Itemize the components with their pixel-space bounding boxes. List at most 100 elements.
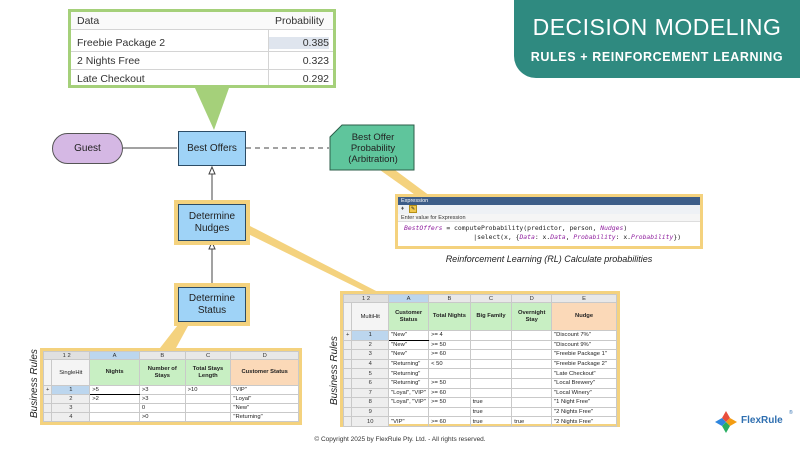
table-cell[interactable]: "New" bbox=[388, 339, 430, 351]
table-cell[interactable]: >= 50 bbox=[428, 377, 471, 389]
table-cell[interactable] bbox=[511, 358, 553, 370]
table-cell[interactable]: >= 60 bbox=[428, 387, 471, 399]
nudge-decision-table: 1 2 A B C D E MultiHit Customer Status T… bbox=[340, 291, 620, 427]
table-row[interactable]: Late Checkout 0.292 bbox=[71, 70, 333, 88]
expression-titlebar: Expression bbox=[398, 197, 700, 205]
table-cell[interactable]: "Local Winery" bbox=[551, 387, 617, 399]
table-cell[interactable] bbox=[469, 387, 513, 399]
table-cell[interactable] bbox=[428, 368, 471, 379]
column-letter[interactable]: D bbox=[230, 351, 299, 360]
column-letter[interactable]: A bbox=[89, 351, 140, 360]
table-cell[interactable]: "1 Night Free" bbox=[551, 397, 617, 408]
table-cell[interactable]: "Local Brewery" bbox=[551, 377, 617, 389]
column-letter[interactable]: A bbox=[388, 294, 430, 303]
table-cell[interactable]: "VIP" bbox=[388, 416, 430, 427]
table-cell[interactable]: true bbox=[469, 406, 513, 418]
table-cell[interactable]: "2 Nights Free" bbox=[551, 416, 617, 427]
table-row[interactable]: 2"New">= 50"Discount 9%" bbox=[342, 339, 617, 351]
table-row[interactable]: Freebie Package 2 0.385 bbox=[71, 34, 333, 52]
table-cell[interactable] bbox=[511, 377, 553, 389]
table-cell[interactable] bbox=[511, 397, 553, 408]
table-cell[interactable]: "Freebie Package 2" bbox=[551, 358, 617, 370]
column-letter[interactable]: C bbox=[469, 294, 513, 303]
pin-icon[interactable]: ♦ bbox=[401, 206, 405, 212]
edit-icon[interactable]: ✎ bbox=[409, 205, 417, 213]
table-cell[interactable]: >= 60 bbox=[428, 349, 471, 360]
table-cell[interactable]: "New" bbox=[388, 349, 430, 360]
table-cell[interactable] bbox=[511, 330, 553, 341]
table-cell[interactable] bbox=[469, 368, 513, 379]
row-probability: 0.292 bbox=[302, 73, 329, 85]
table-cell[interactable]: >= 4 bbox=[428, 330, 471, 341]
table-row[interactable]: 3 0 "New" bbox=[42, 403, 299, 413]
row-number: 4 bbox=[351, 358, 390, 370]
table-row[interactable]: +1"New">= 4"Discount 7%" bbox=[342, 330, 617, 341]
table-cell[interactable] bbox=[511, 349, 553, 360]
table-cell[interactable] bbox=[469, 349, 513, 360]
table-row[interactable]: + 1 >5 >3 >10 "VIP" bbox=[42, 385, 299, 395]
table-cell[interactable]: true bbox=[469, 397, 513, 408]
arbitration-node[interactable] bbox=[329, 124, 415, 171]
table-cell[interactable]: true bbox=[469, 416, 513, 427]
table-cell[interactable]: "2 Nights Free" bbox=[551, 406, 617, 418]
column-letter[interactable]: E bbox=[551, 294, 617, 303]
level-tabs[interactable]: 1 2 bbox=[42, 351, 91, 360]
table-cell[interactable]: >= 60 bbox=[428, 416, 471, 427]
table-cell[interactable] bbox=[511, 339, 553, 351]
guest-node[interactable]: Guest bbox=[52, 133, 123, 164]
table-row[interactable]: 2 Nights Free 0.323 bbox=[71, 52, 333, 70]
banner-subtitle: RULES + REINFORCEMENT LEARNING bbox=[530, 50, 784, 64]
table-cell[interactable]: "Discount 9%" bbox=[551, 339, 617, 351]
column-letter[interactable]: B bbox=[138, 351, 186, 360]
probability-table: Data Probability Freebie Package 2 0.385… bbox=[68, 9, 336, 88]
expression-window: Expression ♦ ✎ Enter value for Expressio… bbox=[395, 194, 703, 249]
logo-text: FlexRule bbox=[741, 415, 783, 426]
logo-registered: ® bbox=[789, 410, 793, 416]
table-cell[interactable]: "Late Checkout" bbox=[551, 368, 617, 379]
table-cell[interactable]: >= 50 bbox=[428, 397, 471, 408]
table-cell[interactable] bbox=[469, 339, 513, 351]
expression-code[interactable]: BestOffers = computeProbability(predicto… bbox=[404, 224, 682, 241]
table-row[interactable]: 5"Returning""Late Checkout" bbox=[342, 368, 617, 379]
table-row[interactable]: 4"Returning"< 50 "Freebie Package 2" bbox=[342, 358, 617, 370]
table-row[interactable]: 4 >0 "Returning" bbox=[42, 412, 299, 422]
table-cell[interactable] bbox=[428, 406, 471, 418]
table-cell[interactable]: "Returning" bbox=[388, 368, 430, 379]
row-probability: 0.385 bbox=[269, 37, 329, 49]
determine-nudges-node[interactable]: Determine Nudges bbox=[178, 204, 246, 241]
table-cell[interactable]: "Loyal", "VIP" bbox=[388, 387, 430, 399]
expression-hint: Enter value for Expression bbox=[398, 214, 700, 222]
column-letter[interactable]: C bbox=[184, 351, 232, 360]
hit-policy: MultiHit bbox=[351, 302, 390, 331]
column-letter[interactable]: B bbox=[428, 294, 471, 303]
header-probability: Probability bbox=[275, 15, 325, 27]
table-cell[interactable]: >= 50 bbox=[428, 339, 471, 351]
table-row[interactable]: 2 >2 >3 "Loyal" bbox=[42, 394, 299, 404]
probability-callout bbox=[195, 88, 229, 130]
table-cell[interactable]: "Discount 7%" bbox=[551, 330, 617, 341]
table-row[interactable]: 7"Loyal", "VIP">= 60"Local Winery" bbox=[342, 387, 617, 399]
determine-status-node[interactable]: Determine Status bbox=[178, 287, 246, 322]
table-row[interactable]: 3"New">= 60"Freebie Package 1" bbox=[342, 349, 617, 360]
table-cell[interactable] bbox=[511, 387, 553, 399]
level-tabs[interactable]: 1 2 bbox=[342, 294, 390, 303]
table-cell[interactable]: < 50 bbox=[428, 358, 471, 370]
table-cell[interactable] bbox=[511, 368, 553, 379]
column-letter[interactable]: D bbox=[511, 294, 553, 303]
table-cell[interactable] bbox=[388, 406, 430, 418]
table-row[interactable]: 6"Returning">= 50"Local Brewery" bbox=[342, 377, 617, 389]
table-cell[interactable] bbox=[469, 358, 513, 370]
table-cell[interactable] bbox=[511, 406, 553, 418]
table-cell[interactable]: "New" bbox=[388, 330, 430, 341]
table-cell[interactable]: "Freebie Package 1" bbox=[551, 349, 617, 360]
table-cell[interactable]: "Loyal", "VIP" bbox=[388, 397, 430, 408]
table-cell[interactable] bbox=[469, 330, 513, 341]
table-cell[interactable]: "Returning" bbox=[388, 377, 430, 389]
best-offers-node[interactable]: Best Offers bbox=[178, 131, 246, 166]
table-cell[interactable]: "Returning" bbox=[388, 358, 430, 370]
table-cell[interactable] bbox=[469, 377, 513, 389]
table-cell[interactable]: true bbox=[511, 416, 553, 427]
